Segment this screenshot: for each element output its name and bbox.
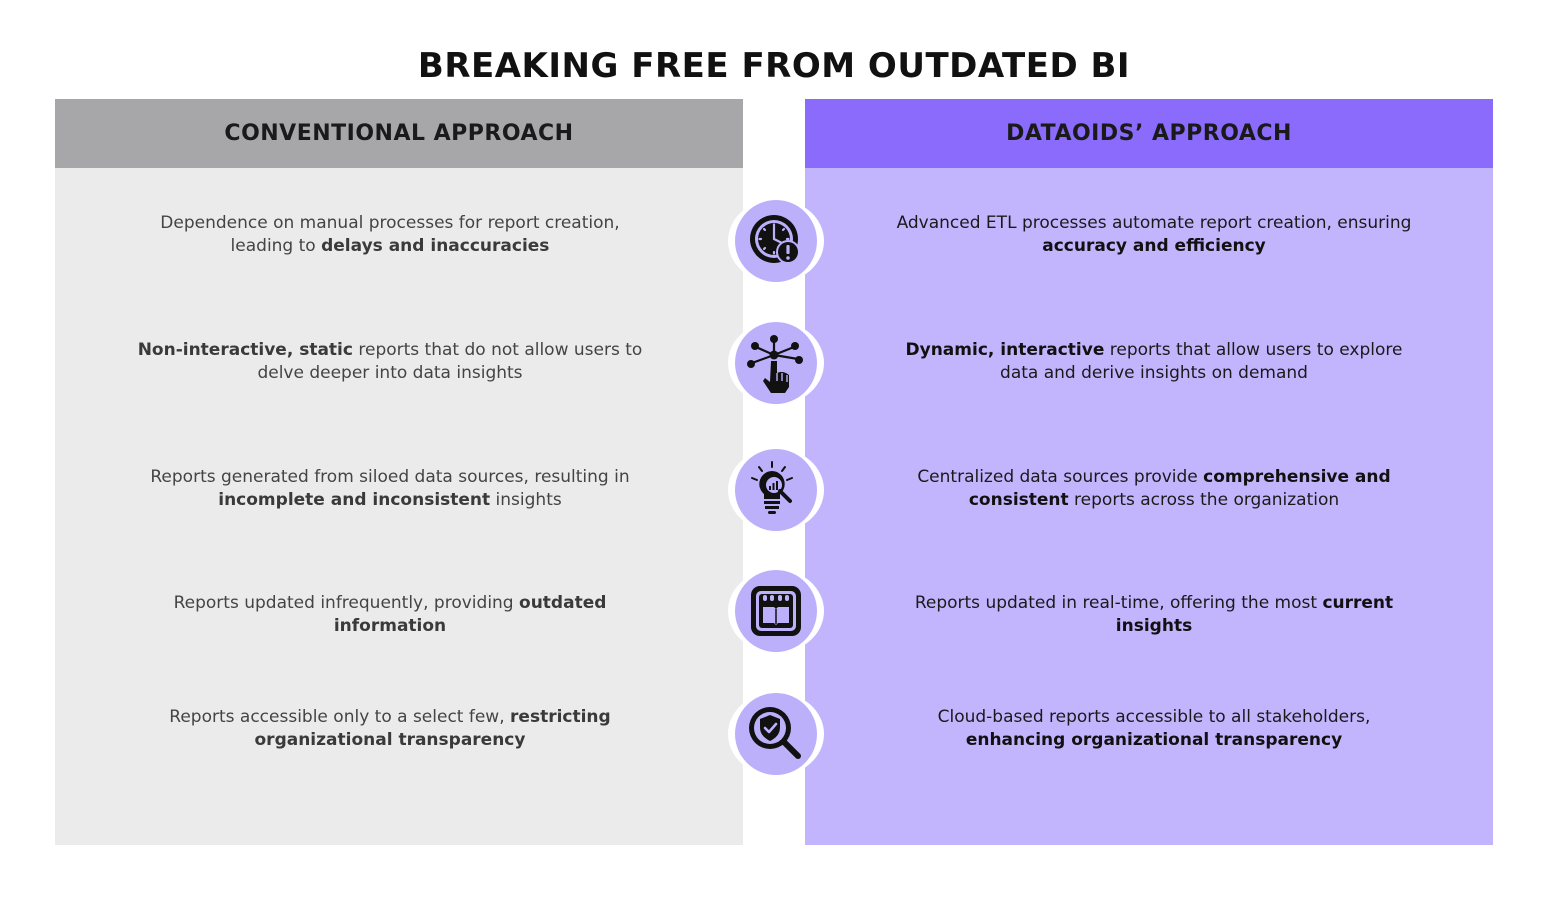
dataoids-point-5: Cloud-based reports accessible to all st…: [937, 707, 1371, 750]
calendar-book-icon: [751, 586, 801, 636]
row-icon-2: [728, 321, 824, 405]
conventional-approach-header: CONVENTIONAL APPROACH: [55, 99, 743, 168]
row-icon-5: [728, 692, 824, 776]
conventional-point-1: Dependence on manual processes for repor…: [160, 213, 620, 256]
dataoids-point-4: Reports updated in real-time, offering t…: [914, 593, 1394, 636]
conventional-point-4: Reports updated infrequently, providing …: [173, 593, 607, 636]
clock-alert-icon: [750, 215, 800, 264]
row-icon-3: [728, 448, 824, 532]
shield-magnifier-icon: [749, 707, 801, 759]
page-title: BREAKING FREE FROM OUTDATED BI: [417, 46, 1131, 86]
row-icon-1: [728, 199, 824, 283]
dataoids-approach-header: DATAOIDS’ APPROACH: [805, 99, 1493, 168]
conventional-point-2: Non-interactive, static reports that do …: [137, 340, 643, 383]
network-hand-pointer-icon: [747, 335, 803, 393]
conventional-point-5: Reports accessible only to a select few,…: [169, 707, 611, 750]
dataoids-point-3: Centralized data sources provide compreh…: [917, 467, 1391, 510]
row-icon-4: [728, 569, 824, 653]
conventional-approach-panel: [55, 168, 743, 845]
dataoids-point-2: Dynamic, interactive reports that allow …: [905, 340, 1403, 383]
conventional-point-3: Reports generated from siloed data sourc…: [150, 467, 630, 510]
lightbulb-chart-icon: [751, 461, 793, 514]
dataoids-approach-panel: [805, 168, 1493, 845]
dataoids-point-1: Advanced ETL processes automate report c…: [896, 213, 1412, 256]
